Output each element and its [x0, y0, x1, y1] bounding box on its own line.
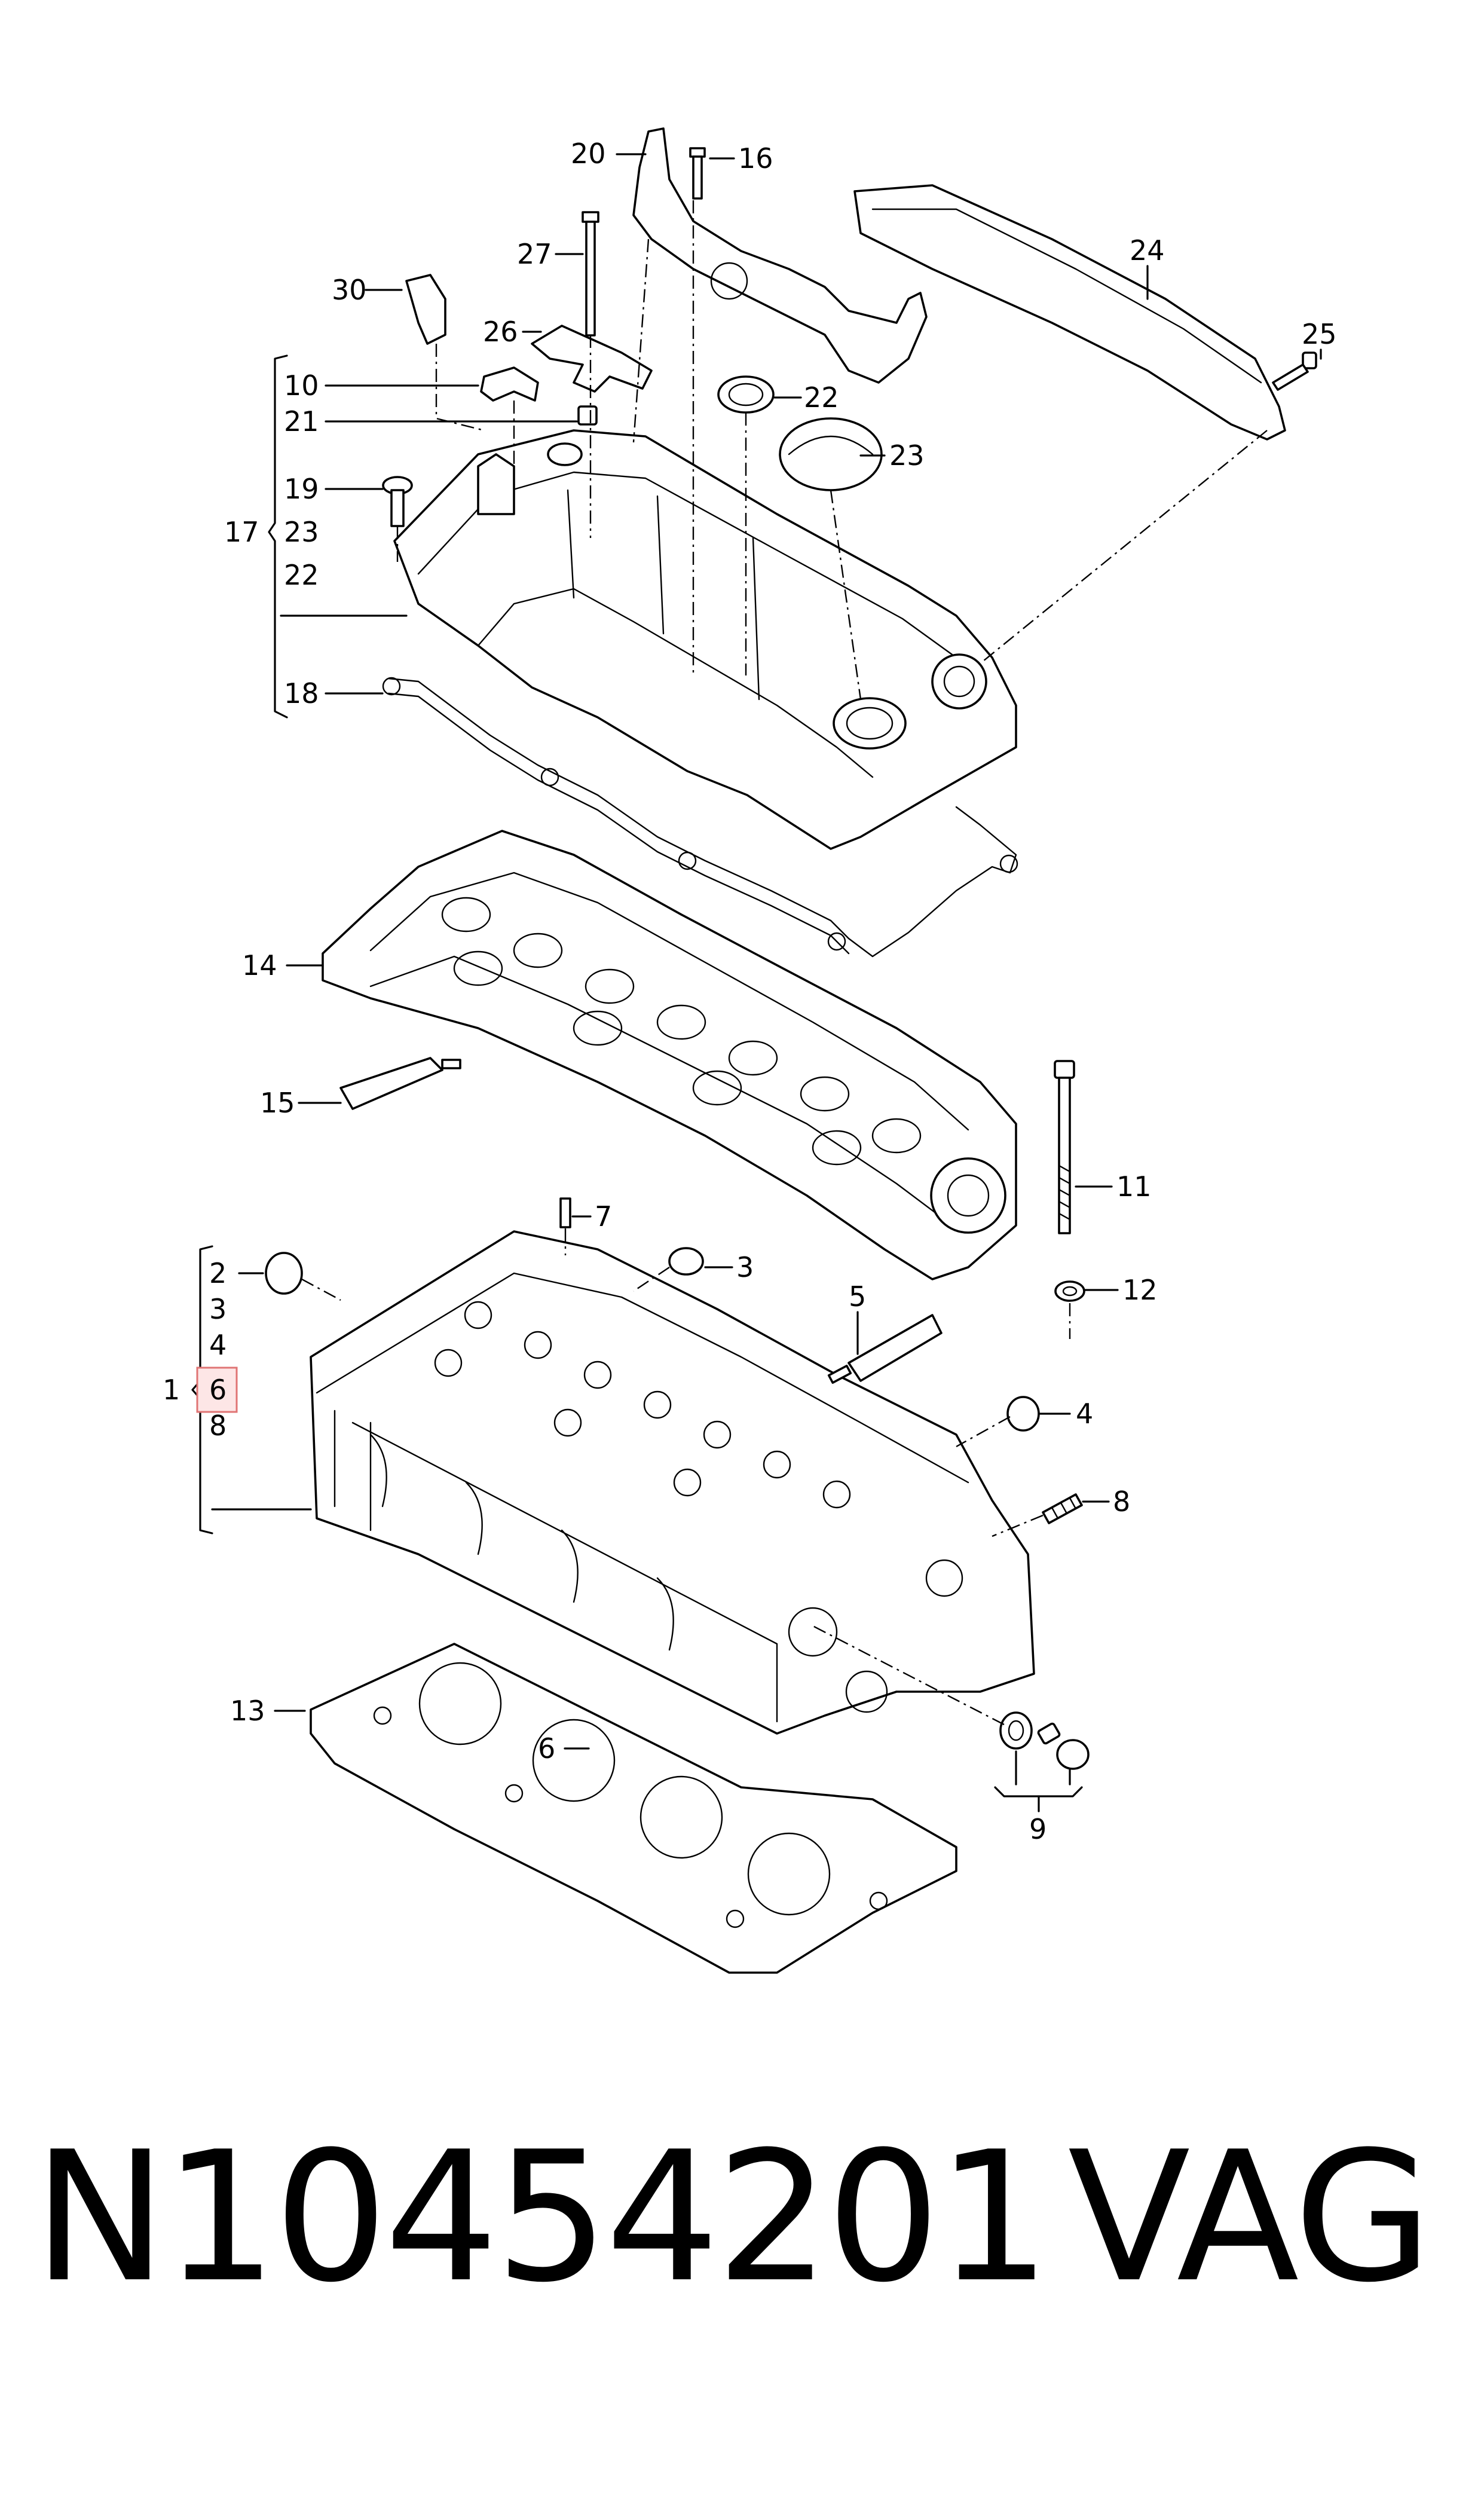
- washer-12: [1054, 1280, 1085, 1302]
- callout-21: 21: [284, 405, 319, 438]
- screw-19: [382, 476, 413, 527]
- cylinder-head: [310, 1230, 1035, 1735]
- cylinder-head-bolt: [1054, 1060, 1075, 1234]
- callout-3-sub: 3: [209, 1293, 227, 1325]
- callout-8-sub: 8: [209, 1410, 227, 1442]
- callout-1: 1: [163, 1374, 180, 1406]
- oil-filler-cap: [779, 417, 883, 491]
- callout-5: 5: [849, 1280, 866, 1313]
- part-number: N10454201: [33, 2113, 1051, 2322]
- callout-10: 10: [284, 369, 319, 402]
- callout-27: 27: [517, 238, 552, 270]
- callout-18: 18: [284, 677, 319, 710]
- sealant-tube-15: [339, 1057, 443, 1110]
- callout-19: 19: [284, 473, 319, 505]
- callout-8: 8: [1113, 1485, 1130, 1518]
- callout-12: 12: [1122, 1274, 1158, 1306]
- head-gasket: [310, 1643, 957, 1974]
- nut-21: [577, 405, 598, 426]
- plug-2: [265, 1252, 303, 1295]
- callout-22-sub: 22: [284, 559, 319, 591]
- callout-6-highlighted: 6: [209, 1374, 227, 1406]
- callout-23-sub: 23: [284, 516, 319, 548]
- sealant-tube-5: [847, 1314, 943, 1382]
- breather-port: [931, 653, 987, 710]
- exploded-parts-diagram: 20 16 27 30 26 24 25 10 21 22 23 19 17 2…: [163, 127, 1337, 1974]
- plug-3: [668, 1247, 704, 1276]
- highlighted-callout-box: [196, 1366, 238, 1413]
- callout-numbers: 20 16 27 30 26 24 25 10 21 22 23 19 17 2…: [163, 137, 1337, 1845]
- screw-plug-9: [1037, 1722, 1090, 1770]
- bolt-27: [582, 211, 599, 337]
- camshaft-end: [930, 1157, 1006, 1234]
- callout-3: 3: [736, 1251, 754, 1283]
- callout-17: 17: [224, 516, 259, 548]
- bolt-16: [689, 147, 706, 200]
- callout-23: 23: [889, 439, 925, 472]
- callout-9: 9: [1029, 1813, 1047, 1845]
- callout-26: 26: [483, 316, 518, 348]
- callout-22: 22: [804, 381, 839, 414]
- seal-22: [717, 375, 775, 414]
- callout-25: 25: [1302, 318, 1337, 350]
- clamp-26: [531, 325, 653, 393]
- brand-name: VAG: [1067, 2113, 1433, 2322]
- heat-shield: [853, 184, 1286, 441]
- clip-30: [405, 274, 446, 345]
- callout-15: 15: [260, 1087, 295, 1119]
- clip-10: [480, 366, 539, 402]
- callout-2: 2: [209, 1257, 227, 1289]
- callout-30: 30: [332, 274, 367, 306]
- callout-leaders: [191, 153, 1322, 1812]
- callout-4: 4: [1076, 1398, 1093, 1430]
- callout-24: 24: [1130, 234, 1165, 267]
- plug-4: [1006, 1396, 1040, 1432]
- callout-16: 16: [738, 142, 773, 175]
- timing-cover-bracket: [632, 127, 928, 384]
- callout-11: 11: [1116, 1170, 1152, 1203]
- bolt-25: [1272, 351, 1317, 391]
- filler-neck: [833, 697, 907, 750]
- stud-8: [1042, 1493, 1083, 1524]
- footer: N10454201 VAG: [0, 2128, 1484, 2379]
- valve-cover-assembly: [393, 429, 1017, 850]
- callout-20: 20: [571, 137, 606, 170]
- callout-7: 7: [595, 1200, 612, 1233]
- dowel-7: [559, 1197, 571, 1228]
- seal-ring-9: [999, 1711, 1033, 1750]
- callout-14: 14: [242, 949, 277, 982]
- callout-13: 13: [230, 1695, 265, 1727]
- callout-6: 6: [538, 1732, 555, 1765]
- callout-4-sub: 4: [209, 1329, 227, 1361]
